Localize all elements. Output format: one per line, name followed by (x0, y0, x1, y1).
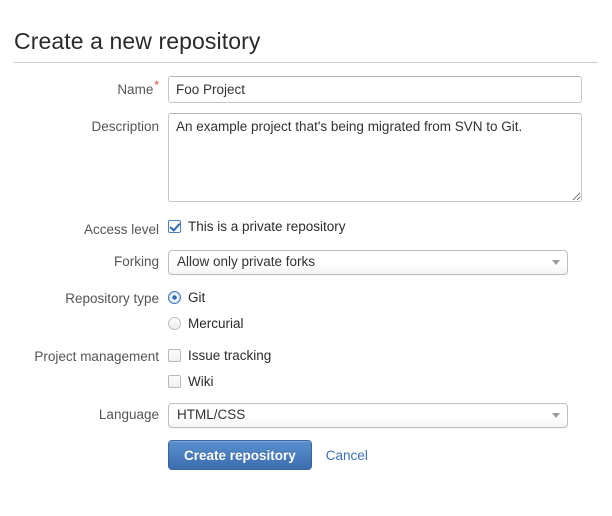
wiki-checkbox[interactable] (168, 374, 181, 388)
actions-field-wrap: Create repository Cancel (168, 440, 612, 470)
repository-type-field-wrap: Git Mercurial (168, 287, 612, 333)
access-level-label: Access level (83, 222, 159, 237)
form-row-description: Description (0, 113, 612, 202)
chevron-down-icon (552, 260, 560, 265)
forking-select-value: Allow only private forks (177, 254, 316, 269)
issue-tracking-checkbox[interactable] (168, 348, 181, 362)
actions-spacer (0, 440, 168, 445)
private-repository-label: This is a private repository (188, 218, 346, 234)
language-select-box[interactable] (168, 403, 568, 428)
form-row-actions: Create repository Cancel (0, 440, 612, 470)
private-repository-option[interactable]: This is a private repository (168, 216, 590, 236)
language-select-value: HTML/CSS (177, 407, 246, 422)
chevron-down-icon (552, 413, 560, 418)
header-divider (14, 62, 598, 63)
wiki-label: Wiki (188, 373, 214, 389)
issue-tracking-label: Issue tracking (188, 347, 272, 363)
repository-type-option-mercurial[interactable]: Mercurial (168, 313, 590, 333)
forking-select[interactable]: Allow only private forks (168, 250, 568, 275)
repository-type-radio-mercurial[interactable] (168, 316, 181, 330)
access-level-field-wrap: This is a private repository (168, 216, 612, 236)
name-label-text: Name (117, 82, 154, 97)
form-actions: Create repository Cancel (168, 440, 590, 470)
form-row-language: Language HTML/CSS (0, 403, 612, 428)
repository-type-label-mercurial: Mercurial (188, 315, 244, 331)
forking-select-box[interactable] (168, 250, 568, 275)
required-marker: * (154, 77, 159, 92)
repository-type-label: Repository type (65, 291, 159, 306)
language-field-wrap: HTML/CSS (168, 403, 612, 428)
language-label: Language (98, 407, 159, 422)
create-repository-button[interactable]: Create repository (168, 440, 312, 470)
create-repository-form: Name* Description Access level This is a… (0, 76, 612, 480)
forking-label: Forking (113, 254, 159, 269)
name-label: Name* (0, 76, 168, 99)
project-management-option-issue-tracking[interactable]: Issue tracking (168, 345, 590, 365)
description-field-wrap (168, 113, 612, 202)
form-row-forking: Forking Allow only private forks (0, 250, 612, 275)
description-textarea[interactable] (168, 113, 582, 202)
language-select[interactable]: HTML/CSS (168, 403, 568, 428)
repository-type-radio-git[interactable] (168, 290, 181, 304)
forking-field-wrap: Allow only private forks (168, 250, 612, 275)
page-title: Create a new repository (14, 28, 261, 55)
form-row-project-management: Project management Issue tracking Wiki (0, 345, 612, 391)
form-row-name: Name* (0, 76, 612, 103)
project-management-field-wrap: Issue tracking Wiki (168, 345, 612, 391)
private-repository-checkbox[interactable] (168, 219, 181, 233)
name-field-wrap (168, 76, 612, 103)
project-management-label: Project management (34, 349, 159, 364)
description-label: Description (91, 119, 159, 134)
project-management-option-wiki[interactable]: Wiki (168, 371, 590, 391)
form-row-repository-type: Repository type Git Mercurial (0, 287, 612, 333)
form-row-access-level: Access level This is a private repositor… (0, 216, 612, 239)
repository-type-option-git[interactable]: Git (168, 287, 590, 307)
cancel-link[interactable]: Cancel (325, 447, 368, 463)
name-input[interactable] (168, 76, 582, 103)
repository-type-label-git: Git (188, 289, 206, 305)
